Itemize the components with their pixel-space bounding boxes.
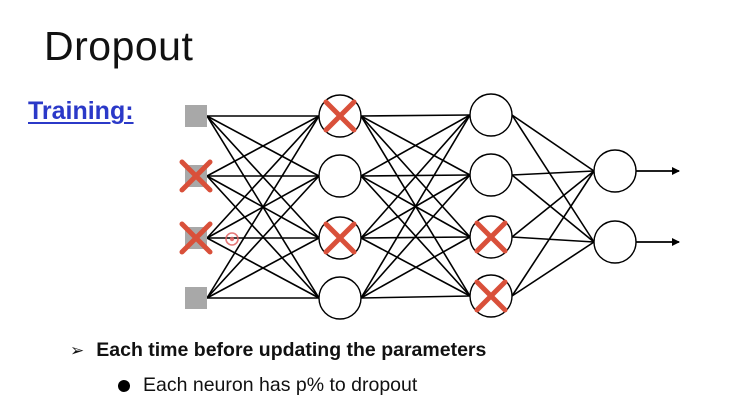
- edge-l0-n3-to-n1: [206, 175, 320, 299]
- input-node-0: [185, 105, 207, 127]
- arrow-bullet-icon: ➢: [70, 341, 85, 360]
- output-arrows: [636, 167, 680, 246]
- edge-l1-n3-to-n1: [360, 174, 471, 299]
- edge-l1-n3-to-n3: [360, 295, 471, 299]
- slide-subtitle: Training:: [28, 97, 134, 125]
- edge-l1-n1-to-n0: [360, 114, 471, 177]
- edge-l2-n2-to-n0: [511, 170, 595, 238]
- bullet-text-2: Each neuron has p% to dropout: [143, 374, 418, 396]
- edge-l0-n3-to-n2: [206, 237, 320, 299]
- edge-l1-n3-to-n2: [360, 236, 471, 299]
- edge-l0-n1-to-n0: [206, 115, 320, 177]
- input-node-3: [185, 287, 207, 309]
- edge-l1-n0-to-n0: [360, 114, 471, 117]
- bullet-item-2: Each neuron has p% to dropout: [118, 374, 417, 397]
- dropout-x-icon: [474, 220, 508, 254]
- dot-bullet-icon: [118, 379, 130, 392]
- edge-l2-n0-to-n1: [511, 114, 595, 243]
- cursor-ring-icon: [225, 232, 239, 246]
- pointer-indicator: [225, 232, 239, 246]
- cursor-dot-icon: [229, 236, 235, 242]
- network-edges: [206, 114, 595, 299]
- hidden-node-l1-1: [318, 154, 362, 198]
- dropout-marks: [179, 99, 508, 313]
- network-nodes: [185, 93, 637, 320]
- edge-l2-n3-to-n0: [511, 170, 595, 297]
- edge-l1-n2-to-n0: [360, 114, 471, 239]
- output-node-0: [593, 149, 637, 193]
- edge-l0-n2-to-n0: [206, 115, 320, 239]
- dropout-x-icon: [179, 221, 213, 255]
- bullet-text-1: Each time before updating the parameters: [96, 339, 487, 361]
- edge-l2-n1-to-n1: [511, 174, 595, 243]
- bullet-item-1: ➢ Each time before updating the paramete…: [70, 339, 486, 362]
- dropout-x-icon: [323, 221, 357, 255]
- hidden-node-l1-3: [318, 276, 362, 320]
- dropout-x-icon: [323, 99, 357, 133]
- edge-l1-n3-to-n0: [360, 114, 471, 299]
- hidden-node-l2-0: [469, 93, 513, 137]
- edge-l2-n0-to-n0: [511, 114, 595, 172]
- slide-title: Dropout: [44, 23, 194, 69]
- output-node-1: [593, 220, 637, 264]
- edge-l0-n3-to-n0: [206, 115, 320, 299]
- edge-l2-n1-to-n0: [511, 170, 595, 176]
- edge-l2-n2-to-n1: [511, 236, 595, 243]
- edge-l2-n3-to-n1: [511, 241, 595, 297]
- dropout-x-icon: [474, 279, 508, 313]
- dropout-x-icon: [179, 159, 213, 193]
- hidden-node-l2-1: [469, 153, 513, 197]
